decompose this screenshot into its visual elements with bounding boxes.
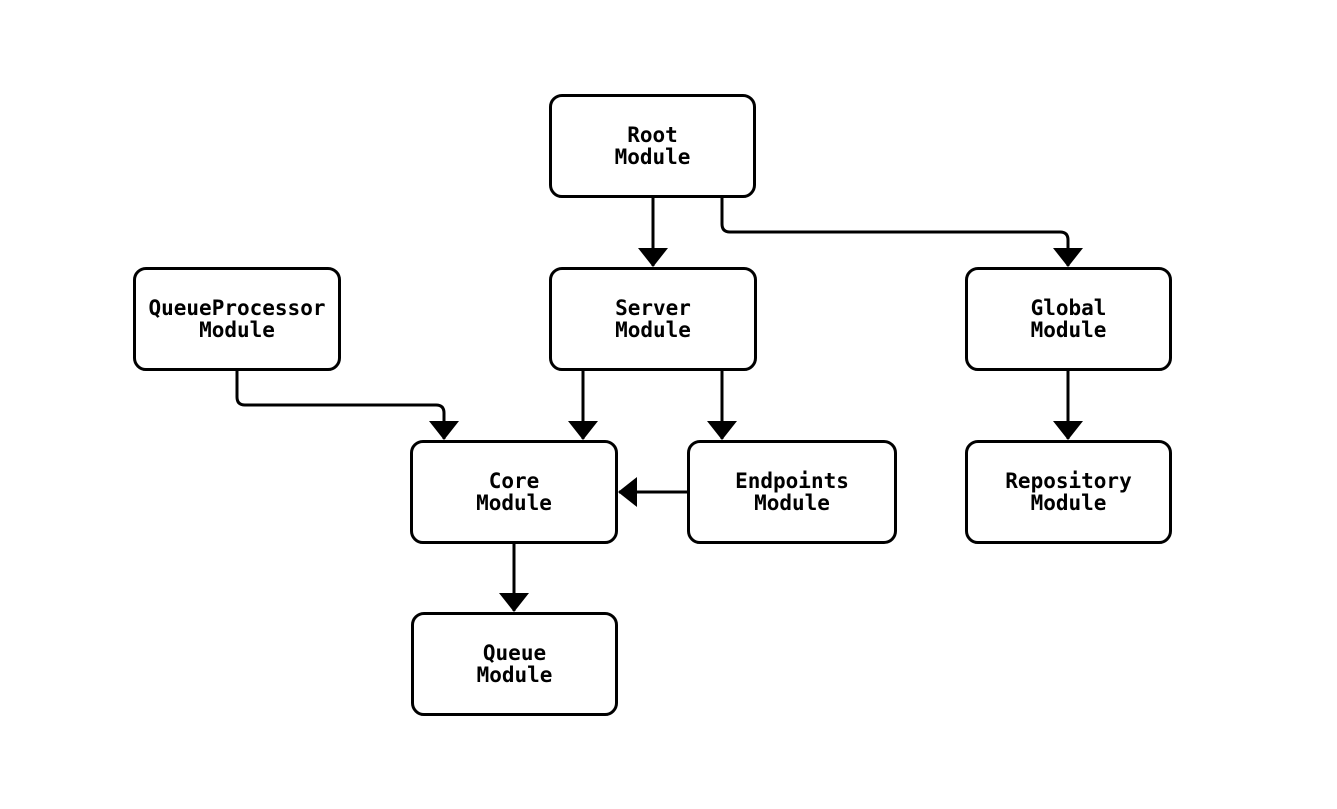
node-label-line: Module	[614, 145, 691, 169]
node-label-line: Module	[1030, 491, 1107, 515]
node-label-line: Global	[1030, 296, 1107, 320]
edge-queueprocessor-to-core	[235, 371, 459, 440]
node-label-line: QueueProcessor	[148, 296, 326, 320]
node-label-line: Server	[615, 296, 691, 320]
node-label-line: Module	[615, 318, 691, 342]
node-label-line: Module	[476, 491, 552, 515]
node-label-line: Module	[754, 491, 830, 515]
node-label-line: Queue	[482, 641, 547, 665]
node-label-line: Repository	[1005, 469, 1132, 493]
node-label-line: Module	[476, 663, 553, 687]
edge-root-to-global	[720, 198, 1083, 267]
node-label-line: Module	[1030, 318, 1107, 342]
node-label-line: Module	[199, 318, 275, 342]
node-label-line: Root	[627, 123, 678, 147]
node-label-line: Core	[488, 469, 540, 493]
node-label-line: Endpoints	[735, 469, 849, 493]
